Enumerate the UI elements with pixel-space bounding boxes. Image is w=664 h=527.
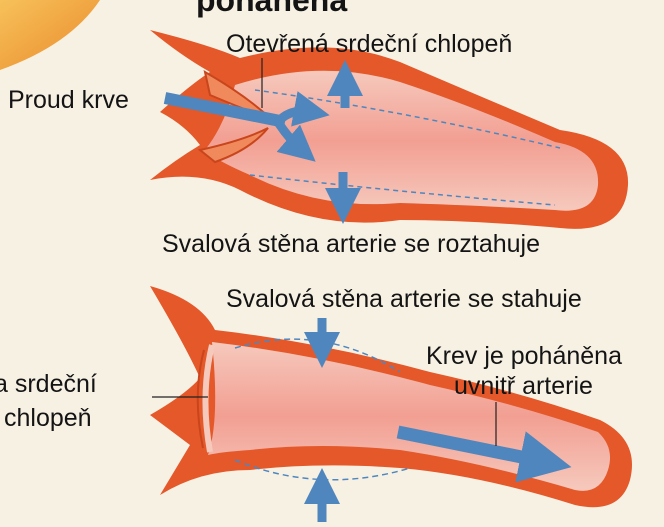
artery-bottom (150, 286, 632, 522)
label-blood-flow: Proud krve (8, 86, 129, 114)
label-open-valve: Otevřená srdeční chlopeň (226, 30, 512, 58)
label-closed-valve-line1: a srdeční (0, 370, 97, 398)
label-blood-pushed-line1: Krev je poháněna (426, 342, 622, 370)
corner-decoration (0, 0, 100, 70)
diagram-title: poháněna (196, 0, 347, 18)
label-wall-expands: Svalová stěna arterie se roztahuje (162, 230, 540, 258)
label-wall-contracts: Svalová stěna arterie se stahuje (226, 285, 582, 313)
label-blood-pushed-line2: uvnitř arterie (454, 372, 593, 400)
artery-top (150, 30, 628, 229)
label-closed-valve-line2: chlopeň (4, 404, 92, 432)
